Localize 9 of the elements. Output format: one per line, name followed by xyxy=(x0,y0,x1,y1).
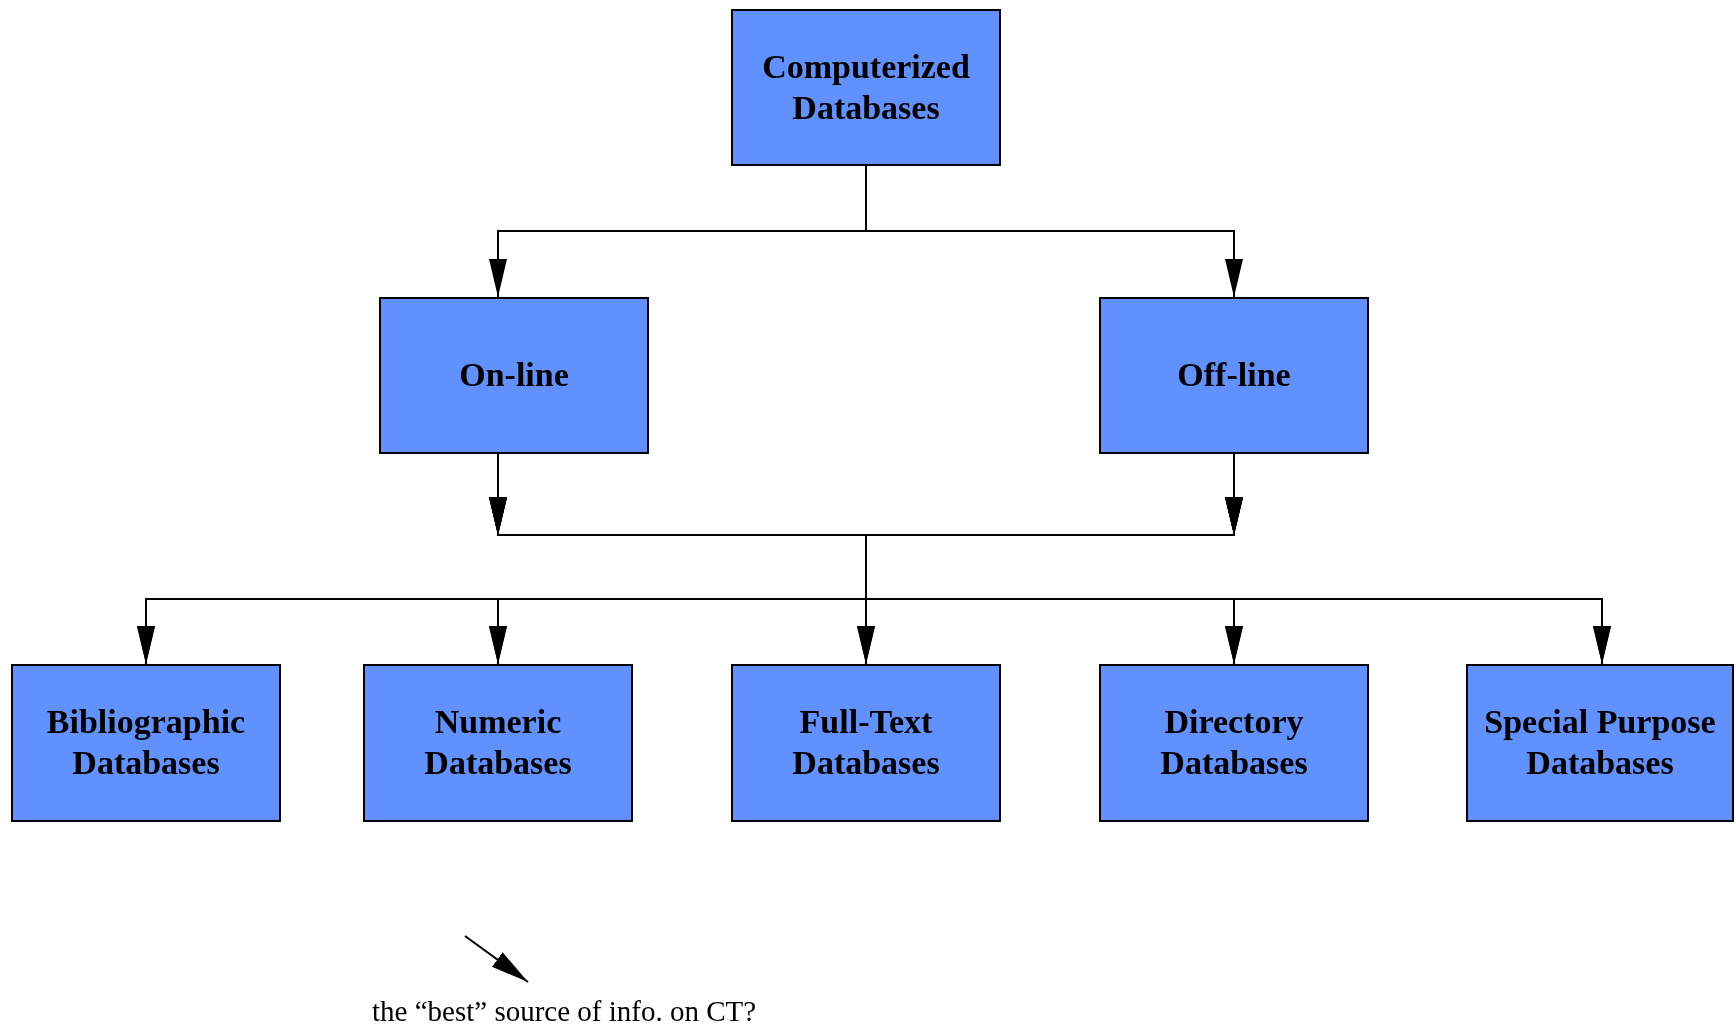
category-box: Full-Text Databases xyxy=(731,664,1001,822)
category-box: Bibliographic Databases xyxy=(11,664,281,822)
category-box: Directory Databases xyxy=(1099,664,1369,822)
category-box: Special Purpose Databases xyxy=(1466,664,1734,822)
note-text: the “best” source of info. on CT? xyxy=(372,996,932,1030)
category-box: Computerized Databases xyxy=(731,9,1001,166)
category-box: On-line xyxy=(379,297,649,454)
category-box: Numeric Databases xyxy=(363,664,633,822)
category-box: Off-line xyxy=(1099,297,1369,454)
